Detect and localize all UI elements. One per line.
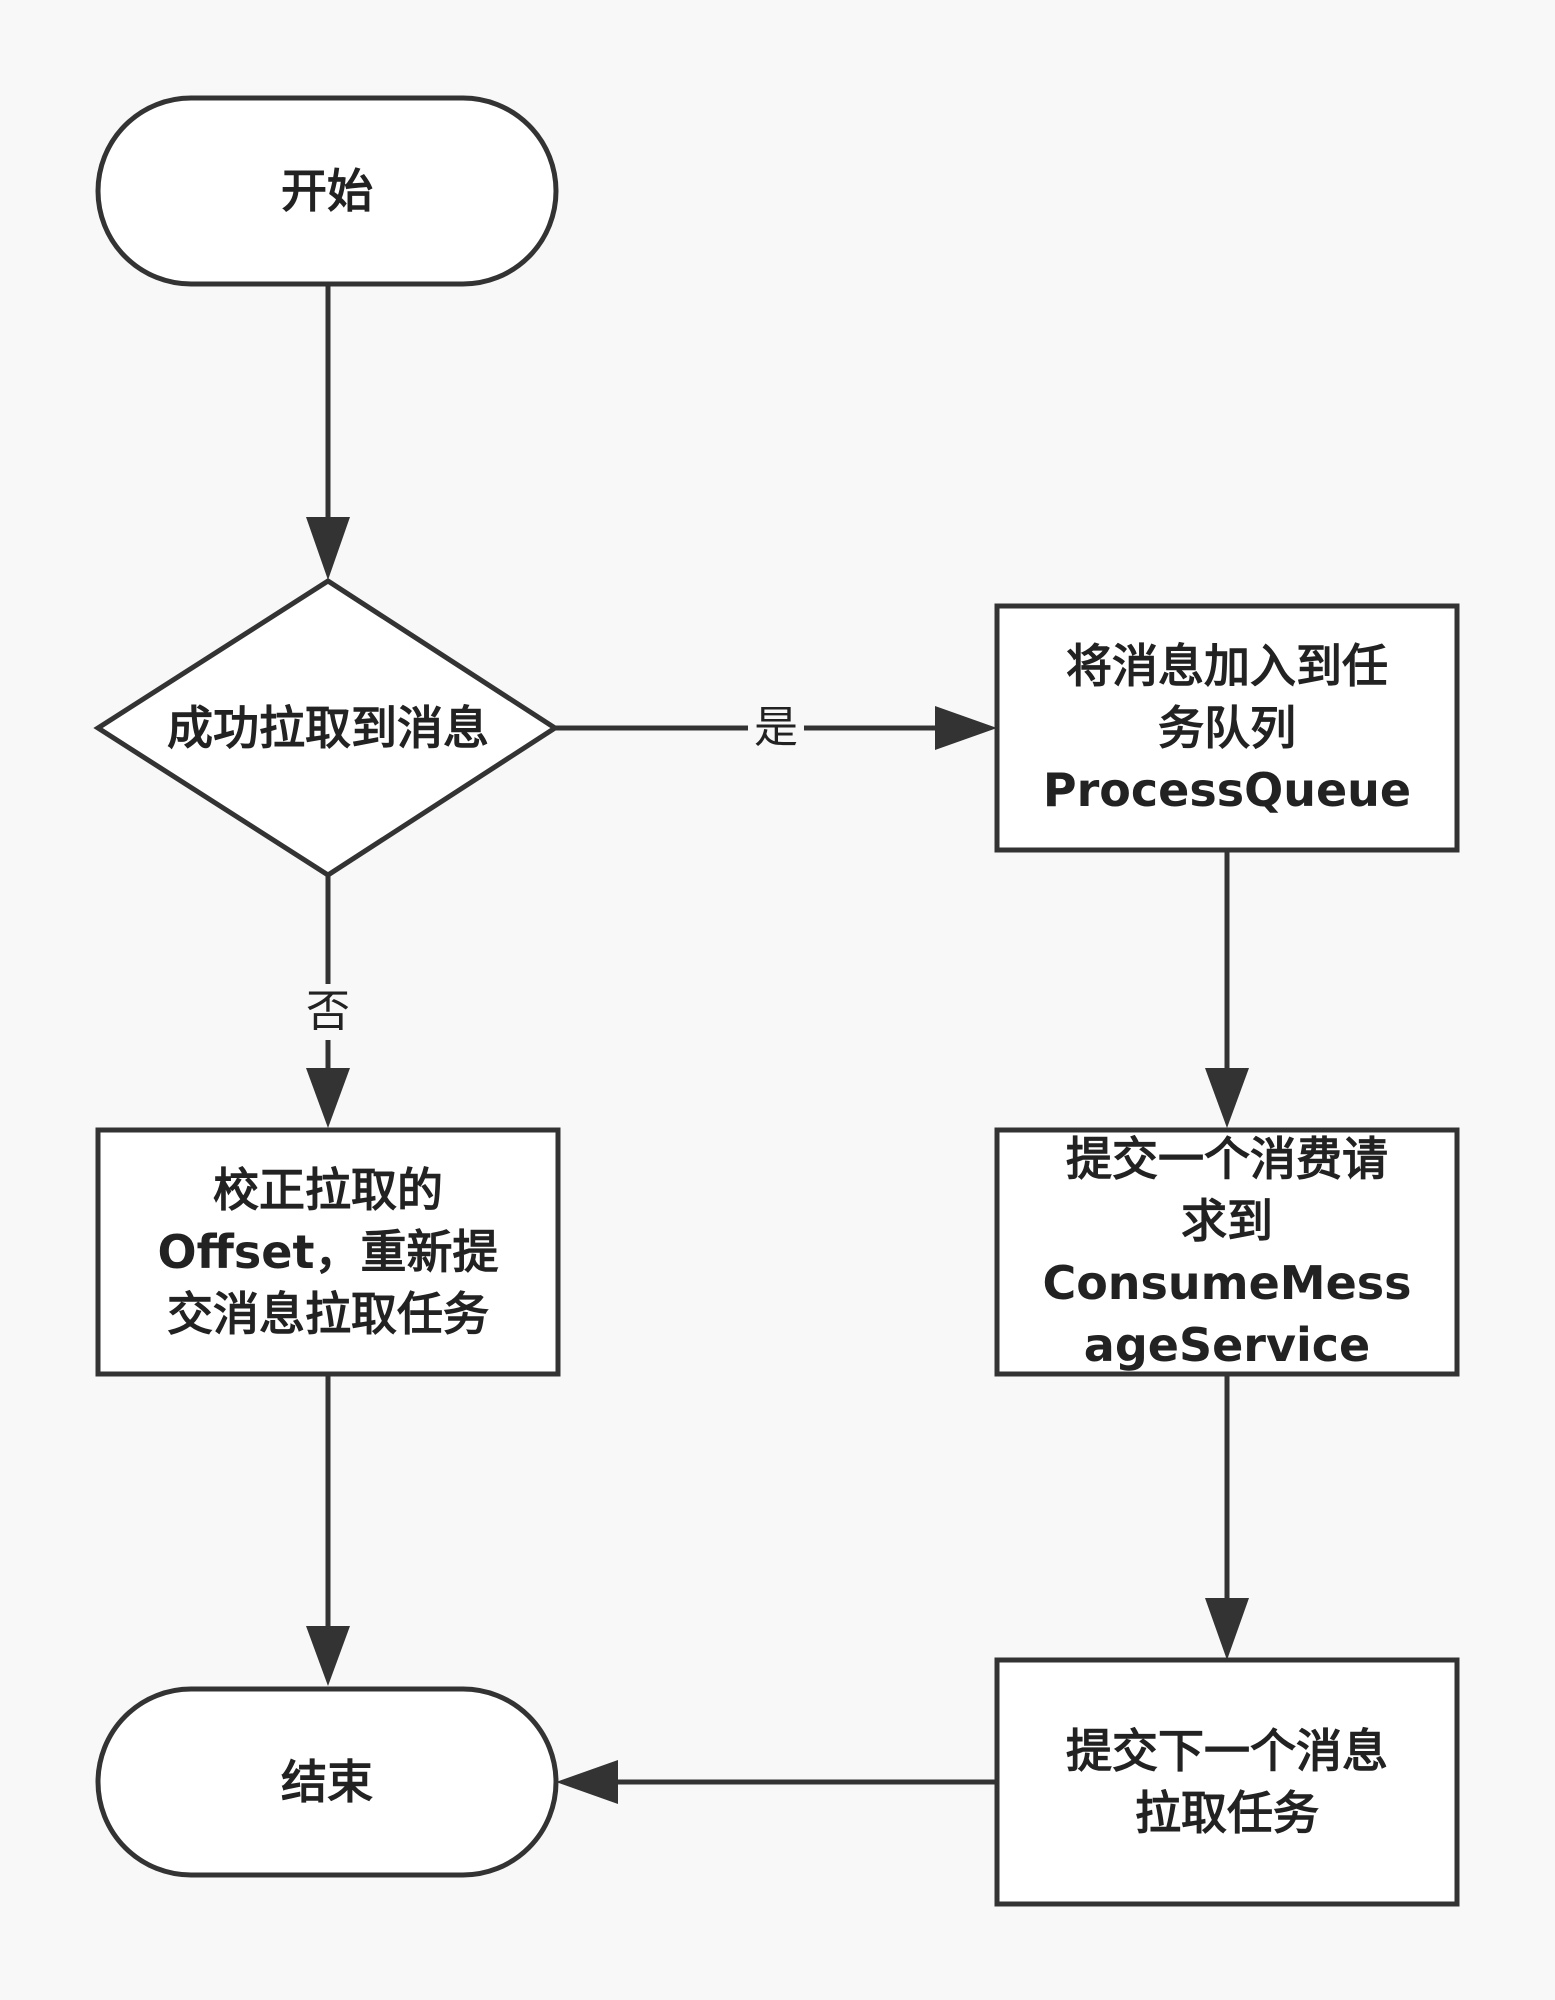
- submit-consume-process-box: [994, 1127, 1460, 1377]
- arrowhead-end-side: [556, 1760, 618, 1804]
- nodes: [93, 95, 1460, 1907]
- decision-diamond: [93, 578, 560, 878]
- fix-offset-process-box: [95, 1127, 561, 1377]
- submit-next-process-box: [994, 1657, 1460, 1907]
- arrowhead-fix-offset: [306, 1068, 350, 1128]
- arrowhead-submit-next: [1205, 1598, 1249, 1660]
- arrowhead-submit-consume: [1205, 1068, 1249, 1128]
- end-terminal: [95, 1686, 559, 1878]
- enqueue-process-box: [994, 603, 1460, 853]
- connectors: [306, 284, 1249, 1804]
- arrowhead-enqueue: [935, 706, 997, 750]
- yes-edge-label: 是: [748, 700, 804, 756]
- start-terminal: [95, 95, 559, 287]
- no-edge-label: 否: [301, 984, 355, 1040]
- arrowhead-decision: [306, 517, 350, 580]
- arrowhead-end-top: [306, 1626, 350, 1686]
